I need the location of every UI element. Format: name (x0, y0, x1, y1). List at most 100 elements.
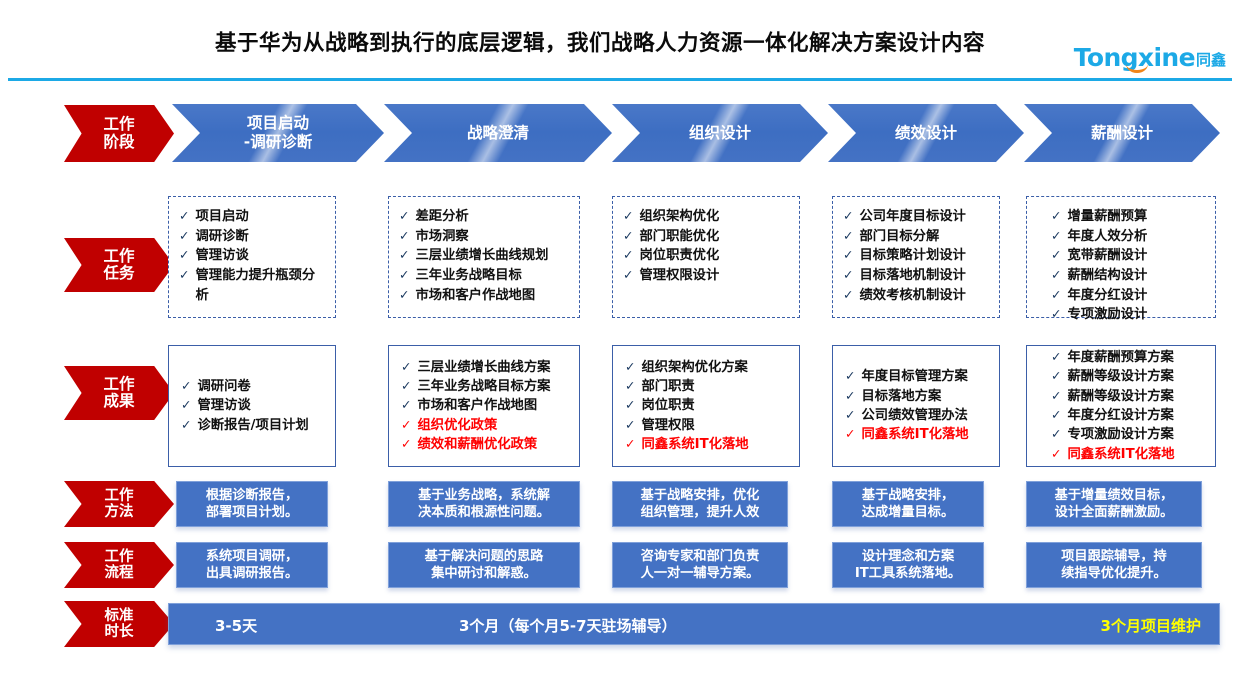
task-text: 三层业绩增长曲线规划 (415, 248, 549, 264)
task-text: 管理权限设计 (639, 268, 720, 284)
phase-label-line1: 战略澄清 (466, 123, 529, 142)
outcome-item: ✓管理访谈 (181, 396, 327, 415)
outcome-text: 公司绩效管理办法 (861, 408, 968, 423)
phase-chevron-1[interactable]: 项目启动 -调研诊断 (172, 104, 384, 162)
check-icon: ✓ (623, 267, 634, 283)
phase-label-line2: -调研诊断 (243, 133, 313, 151)
outcome-text: 组织架构优化方案 (641, 359, 748, 375)
row-label-line2: 成果 (103, 392, 135, 410)
check-icon: ✓ (399, 267, 410, 283)
row-label-outcomes: 工作 成果 (64, 366, 174, 420)
outcome-item: ✓ 市场和客户作战地图 (401, 396, 571, 415)
row-label-line2: 阶段 (103, 132, 135, 151)
outcome-item: ✓三年业务战略目标方案 (401, 377, 571, 396)
slide-header: 基于华为从战略到执行的底层逻辑，我们战略人力资源一体化解决方案设计内容 Tong… (0, 0, 1240, 82)
outcome-item: ✓管理权限 (625, 416, 791, 435)
task-item: ✓ 专项激励设计 (1051, 305, 1207, 325)
outcome-box-2: ✓三层业绩增长曲线方案 ✓三年业务战略目标方案 ✓市场和客户作战地图 ✓组织优化… (388, 345, 580, 467)
check-icon: ✓ (625, 378, 636, 394)
check-icon: ✓ (1051, 286, 1062, 302)
duration-last: 3个月项目维护 (1100, 616, 1201, 635)
outcome-list: ✓年度薪酬预算方案 ✓薪酬等级设计方案 ✓薪酬等级设计方案 ✓年度分红设计方案 … (1051, 348, 1207, 464)
task-text: 市场洞察 (415, 228, 469, 244)
check-icon: ✓ (399, 286, 410, 302)
row-label-tasks: 工作 任务 (64, 238, 174, 292)
outcome-item: ✓组织架构优化方案 (625, 358, 791, 377)
phase-chevron-5[interactable]: 薪酬设计 (1024, 104, 1220, 162)
task-list: ✓项目启动 ✓调研诊断 ✓管理访谈 ✓管理能力提升瓶颈分析 (179, 207, 327, 305)
row-label-line1: 工作 (103, 246, 135, 265)
header-divider (8, 78, 1232, 81)
check-icon: ✓ (401, 416, 412, 432)
task-item: ✓三层业绩增长曲线规划 (399, 246, 571, 266)
task-text: 宽带薪酬设计 (1067, 248, 1148, 264)
process-line2: 集中研讨和解惑。 (431, 566, 537, 581)
check-icon: ✓ (1051, 387, 1062, 403)
phase-chevron-3[interactable]: 组织设计 (612, 104, 828, 162)
outcome-text: 年度目标管理方案 (861, 369, 968, 385)
process-line2: 出具调研报告。 (205, 566, 299, 581)
task-item: ✓市场洞察 (399, 227, 571, 247)
outcome-item: ✓年度分红设计方案 (1051, 406, 1207, 425)
outcome-box-1: ✓调研问卷 ✓管理访谈 ✓诊断报告/项目计划 (168, 345, 336, 467)
method-box-2: 基于业务战略，系统解 决本质和根源性问题。 (388, 481, 580, 527)
outcome-text: 薪酬等级设计方案 (1067, 388, 1174, 404)
check-icon: ✓ (1051, 306, 1062, 322)
check-icon: ✓ (181, 378, 192, 394)
process-line1: 基于解决问题的思路 (424, 548, 544, 564)
check-icon: ✓ (845, 407, 856, 422)
task-item: ✓绩效考核机制设计 (843, 286, 991, 306)
process-line2: IT工具系统落地。 (854, 566, 962, 581)
check-icon: ✓ (845, 426, 856, 442)
outcome-text: 市场和客户作战地图 (417, 398, 538, 414)
check-icon: ✓ (399, 208, 410, 223)
row-label-line2: 流程 (104, 565, 134, 581)
check-icon: ✓ (401, 397, 412, 413)
outcome-box-4: ✓ 年度目标管理方案 ✓ 目标落地方案 ✓ 公司绩效管理办法 ✓同鑫系统IT化落地 (832, 345, 1000, 467)
outcome-text: 专项激励设计方案 (1067, 427, 1174, 443)
outcome-text: 三层业绩增长曲线方案 (417, 359, 551, 375)
task-text: 年度人效分析 (1067, 228, 1148, 244)
task-text: 公司年度目标设计 (859, 209, 966, 224)
task-text: 目标策略计划设计 (859, 248, 966, 264)
task-box-4: ✓公司年度目标设计 ✓部门目标分解 ✓目标策略计划设计 ✓目标落地机制设计 ✓绩… (832, 196, 1000, 318)
task-text: 专项激励设计 (1067, 307, 1148, 323)
method-box-3: 基于战略安排，优化 组织管理，提升人效 (612, 481, 788, 527)
check-icon: ✓ (1051, 407, 1062, 422)
check-icon: ✓ (1051, 247, 1062, 263)
phase-chevron-2[interactable]: 战略澄清 (384, 104, 612, 162)
check-icon: ✓ (845, 387, 856, 403)
outcome-item: ✓岗位职责 (625, 396, 791, 415)
process-box-3: 咨询专家和部门负责 人一对一辅导方案。 (612, 542, 788, 588)
row-label-line1: 标准 (104, 607, 134, 624)
check-icon: ✓ (845, 368, 856, 384)
process-box-5: 项目跟踪辅导，持 续指导优化提升。 (1026, 542, 1202, 588)
outcome-item: ✓专项激励设计方案 (1051, 425, 1207, 444)
check-icon: ✓ (401, 358, 412, 374)
task-text: 部门目标分解 (859, 228, 940, 244)
outcome-text: 目标落地方案 (861, 388, 942, 404)
method-box-1: 根据诊断报告， 部署项目计划。 (176, 481, 328, 527)
check-icon: ✓ (623, 247, 634, 263)
row-label-line2: 时长 (104, 624, 134, 640)
row-label-methods: 工作 方法 (64, 481, 174, 527)
outcome-text: 同鑫系统IT化落地 (1067, 446, 1175, 462)
outcome-text: 三年业务战略目标方案 (417, 379, 551, 395)
check-icon: ✓ (625, 416, 636, 432)
outcome-item-highlighted: ✓同鑫系统IT化落地 (845, 425, 991, 444)
outcome-list: ✓组织架构优化方案 ✓部门职责 ✓岗位职责 ✓管理权限 ✓同鑫系统IT化落地 (625, 358, 791, 454)
method-box-5: 基于增量绩效目标， 设计全面薪酬激励。 (1026, 481, 1202, 527)
check-icon: ✓ (843, 286, 854, 302)
task-text: 目标落地机制设计 (859, 268, 966, 284)
phase-chevron-4[interactable]: 绩效设计 (828, 104, 1024, 162)
row-label-line1: 工作 (103, 374, 135, 393)
phase-label-line1: 项目启动 (246, 114, 309, 133)
outcome-item: ✓ 年度目标管理方案 (845, 367, 991, 386)
outcome-item-highlighted: ✓组织优化政策 (401, 416, 571, 435)
outcome-item: ✓年度薪酬预算方案 (1051, 348, 1207, 367)
outcome-item: ✓ 目标落地方案 (845, 387, 991, 406)
task-item: ✓部门目标分解 (843, 227, 991, 247)
task-text: 管理能力提升瓶颈分析 (195, 268, 316, 303)
page-title: 基于华为从战略到执行的底层逻辑，我们战略人力资源一体化解决方案设计内容 (214, 31, 985, 56)
